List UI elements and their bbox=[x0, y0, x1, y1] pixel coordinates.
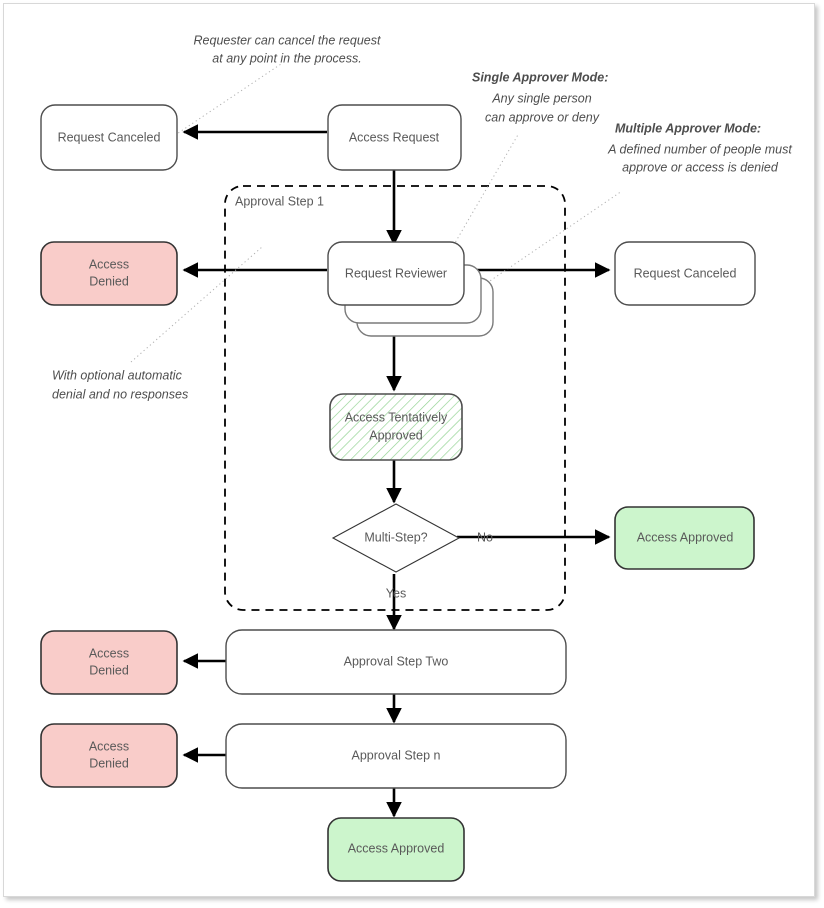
edge-label-yes: Yes bbox=[386, 586, 406, 600]
note-single-approver-line-1: Single Approver Mode: bbox=[472, 70, 608, 84]
access-tentatively-approved-label-line-1: Access Tentatively bbox=[345, 410, 448, 424]
approval-step-1-boundary bbox=[224, 185, 566, 611]
note-cancel-anytime-line-2: at any point in the process. bbox=[212, 51, 361, 65]
node-access-denied-1[interactable]: Access Denied bbox=[40, 241, 178, 306]
access-approved-right-label: Access Approved bbox=[637, 530, 734, 544]
note-automatic-denial-line-1: With optional automatic bbox=[52, 368, 183, 382]
request-canceled-right-shape[interactable] bbox=[614, 241, 756, 306]
note-cancel-anytime-line-1: Requester can cancel the request bbox=[194, 33, 381, 47]
access-denied-3-label-line-2: Denied bbox=[89, 756, 129, 770]
edge-label-no: No bbox=[477, 530, 493, 544]
leader-single-approver bbox=[444, 132, 520, 261]
access-approved-right-shape[interactable] bbox=[614, 506, 755, 570]
access-denied-2-shape[interactable] bbox=[40, 630, 178, 695]
node-access-request[interactable]: Access Request bbox=[327, 104, 462, 171]
node-approval-step-two[interactable]: Approval Step Two bbox=[225, 629, 567, 695]
leader-lines-layer bbox=[125, 63, 623, 363]
note-single-approver-line-3: can approve or deny bbox=[485, 110, 600, 124]
note-multiple-approver: Multiple Approver Mode: A defined number… bbox=[607, 121, 792, 174]
note-single-approver: Single Approver Mode: Any single person … bbox=[472, 70, 608, 124]
access-denied-2-label-line-1: Access bbox=[89, 646, 129, 660]
note-automatic-denial: With optional automatic denial and no re… bbox=[52, 368, 188, 401]
request-canceled-right-label: Request Canceled bbox=[634, 266, 737, 280]
edges-layer bbox=[182, 124, 611, 818]
access-denied-1-shape[interactable] bbox=[40, 241, 178, 306]
approval-step-two-label: Approval Step Two bbox=[344, 654, 449, 668]
approval-step-n-label: Approval Step n bbox=[352, 748, 441, 762]
node-access-denied-2[interactable]: Access Denied bbox=[40, 630, 178, 695]
request-canceled-top-shape[interactable] bbox=[40, 104, 178, 171]
node-request-canceled-right[interactable]: Request Canceled bbox=[614, 241, 756, 306]
diagram-page: Approval Step 1 Request Canceled Access … bbox=[3, 3, 815, 897]
leader-cancel-anytime bbox=[125, 63, 282, 169]
access-denied-3-label-line-1: Access bbox=[89, 739, 129, 753]
node-access-approved-bottom[interactable]: Access Approved bbox=[327, 817, 465, 882]
node-access-denied-3[interactable]: Access Denied bbox=[40, 723, 178, 788]
note-single-approver-line-2: Any single person bbox=[491, 91, 591, 105]
access-denied-3-shape[interactable] bbox=[40, 723, 178, 788]
approval-step-1-label-bg bbox=[232, 192, 348, 211]
access-approved-bottom-label: Access Approved bbox=[348, 841, 445, 855]
multi-step-decision-label: Multi-Step? bbox=[364, 530, 427, 544]
multi-step-decision-shape[interactable] bbox=[331, 503, 461, 573]
request-reviewer-label: Request Reviewer bbox=[345, 266, 447, 280]
request-canceled-top-label: Request Canceled bbox=[58, 130, 161, 144]
access-approved-bottom-shape[interactable] bbox=[327, 817, 465, 882]
request-reviewer-shape[interactable] bbox=[327, 241, 465, 306]
node-access-approved-right[interactable]: Access Approved bbox=[614, 506, 755, 570]
node-approval-step-n[interactable]: Approval Step n bbox=[225, 723, 567, 789]
leader-multiple-approver bbox=[458, 190, 623, 303]
note-cancel-anytime: Requester can cancel the request at any … bbox=[194, 33, 381, 65]
approval-step-1-group: Approval Step 1 bbox=[224, 185, 566, 611]
approval-step-1-label: Approval Step 1 bbox=[235, 194, 324, 208]
access-request-label: Access Request bbox=[349, 130, 440, 144]
note-multiple-approver-line-3: approve or access is denied bbox=[622, 160, 779, 174]
approval-step-two-shape[interactable] bbox=[225, 629, 567, 695]
flowchart-canvas: Approval Step 1 Request Canceled Access … bbox=[40, 33, 792, 882]
access-denied-1-label-line-2: Denied bbox=[89, 274, 129, 288]
access-denied-2-label-line-2: Denied bbox=[89, 663, 129, 677]
node-access-tentatively-approved[interactable]: Access Tentatively Approved bbox=[329, 393, 463, 461]
note-multiple-approver-line-2: A defined number of people must bbox=[607, 142, 792, 156]
access-request-shape[interactable] bbox=[327, 104, 462, 171]
note-automatic-denial-line-2: denial and no responses bbox=[52, 387, 188, 401]
access-tentatively-approved-label-line-2: Approved bbox=[369, 428, 423, 442]
access-tentatively-approved-shape[interactable] bbox=[329, 393, 463, 461]
node-request-canceled-top[interactable]: Request Canceled bbox=[40, 104, 178, 171]
node-multi-step-decision[interactable]: Multi-Step? bbox=[331, 503, 461, 573]
access-denied-1-label-line-1: Access bbox=[89, 257, 129, 271]
note-multiple-approver-line-1: Multiple Approver Mode: bbox=[615, 121, 761, 135]
node-request-reviewer[interactable]: Request Reviewer bbox=[327, 241, 494, 337]
approval-step-n-shape[interactable] bbox=[225, 723, 567, 789]
